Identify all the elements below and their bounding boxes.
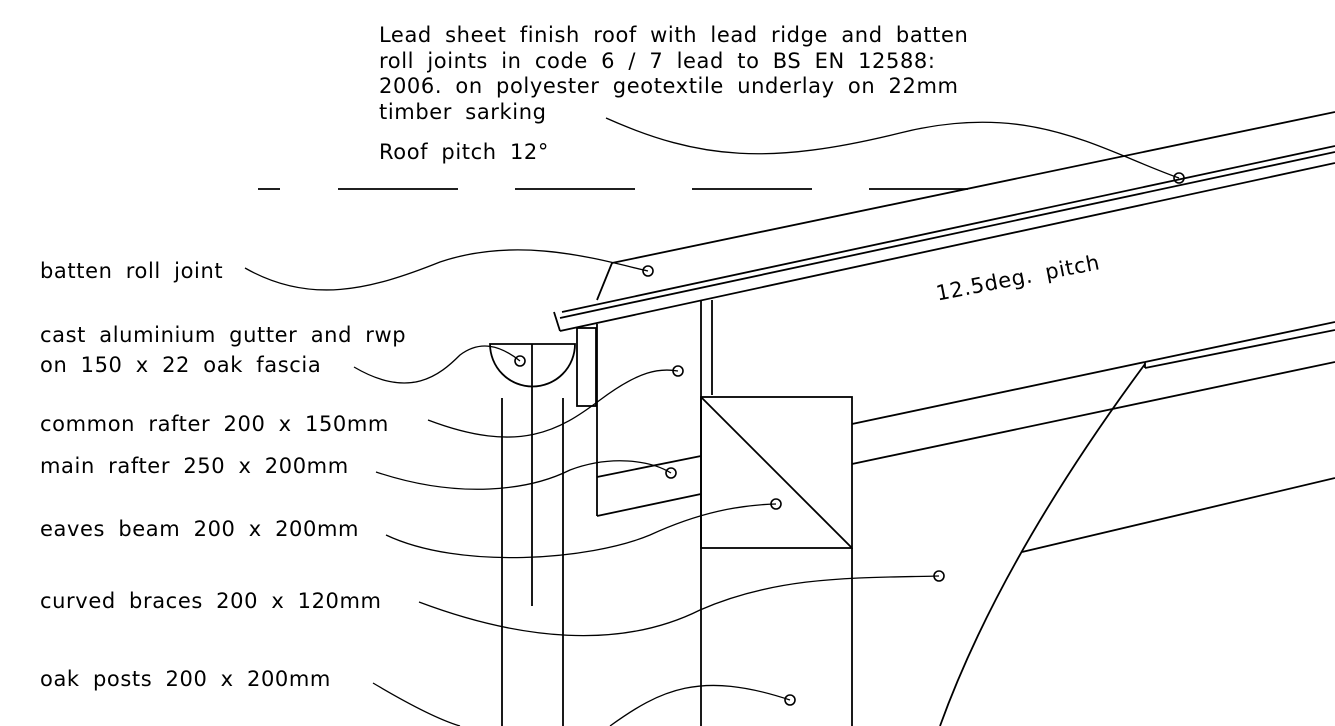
oak-posts <box>501 300 853 726</box>
roof-spec-note: Lead sheet finish roof with lead ridge a… <box>379 23 968 125</box>
roof-spec-line: Lead sheet finish roof with lead ridge a… <box>379 23 969 47</box>
label-gutter-line2: on 150 x 22 oak fascia <box>40 352 322 377</box>
label-common-rafter: common rafter 200 x 150mm <box>40 412 389 436</box>
curved-brace <box>939 363 1146 726</box>
label-eaves-beam: eaves beam 200 x 200mm <box>40 517 360 541</box>
label-gutter: cast aluminium gutter and rwp on 150 x 2… <box>40 323 406 378</box>
leader-lines <box>244 117 1185 726</box>
label-batten-roll-joint: batten roll joint <box>40 259 224 283</box>
oak-fascia <box>576 327 597 407</box>
roof-spec-line: 2006. on polyester geotextile underlay o… <box>379 74 959 98</box>
label-curved-braces: curved braces 200 x 120mm <box>40 589 382 613</box>
roof-covering <box>553 111 1335 332</box>
common-rafter <box>851 321 1335 425</box>
label-oak-posts: oak posts 200 x 200mm <box>40 667 331 691</box>
roof-spec-line: timber sarking <box>379 99 547 124</box>
label-gutter-line1: cast aluminium gutter and rwp <box>40 323 407 347</box>
roof-pitch-note: Roof pitch 12° <box>379 140 549 164</box>
gutter <box>489 343 576 606</box>
roof-spec-line: roll joints in code 6 / 7 lead to BS EN … <box>379 48 936 73</box>
eaves-beam <box>700 396 853 549</box>
label-main-rafter: main rafter 250 x 200mm <box>40 454 349 478</box>
main-rafter <box>596 324 1335 553</box>
